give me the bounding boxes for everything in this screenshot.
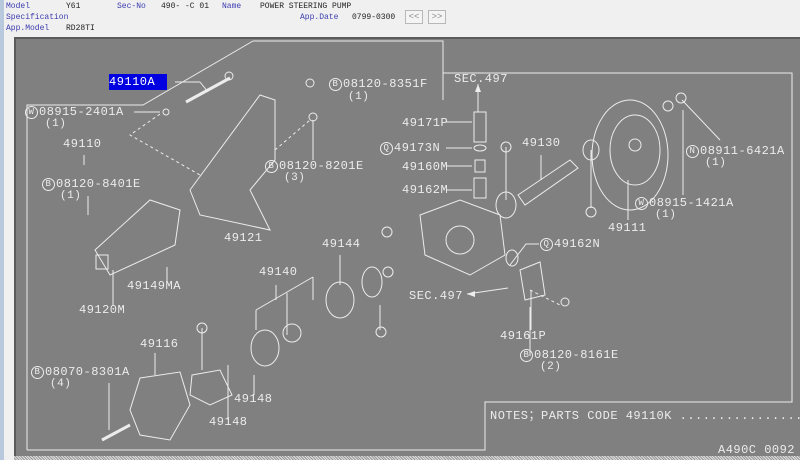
next-button[interactable]: >>: [428, 10, 446, 24]
part-number: 08120-8351F: [343, 77, 428, 91]
window-edge: [0, 0, 4, 460]
part-49161P[interactable]: 49161P: [500, 329, 547, 343]
part-number: 08120-8161E: [534, 348, 619, 362]
qty-label: (1): [60, 190, 82, 202]
part-49148[interactable]: 49148: [234, 392, 273, 406]
spec-label: Specification: [6, 13, 69, 22]
part-49120M[interactable]: 49120M: [79, 303, 126, 317]
section-link-497[interactable]: SEC.497: [409, 289, 463, 303]
dashed-lines: [129, 113, 561, 306]
secno-value: 490- -C 01: [161, 2, 210, 11]
part-49110[interactable]: 49110: [63, 137, 102, 151]
part-49160M[interactable]: 49160M: [402, 160, 449, 174]
part-49140[interactable]: 49140: [259, 265, 298, 279]
part-49116[interactable]: 49116: [140, 337, 179, 351]
bolt-prefix-icon: B: [520, 349, 533, 362]
bolt-prefix-icon: B: [265, 160, 278, 173]
notes-text: NOTES；PARTS CODE 49110K ................…: [490, 410, 800, 423]
part-number: 08915-1421A: [649, 196, 734, 210]
arrows: [467, 84, 481, 297]
leader-lines: [83, 81, 721, 430]
kit-mark-icon: Q: [540, 238, 553, 251]
part-49111[interactable]: 49111: [608, 221, 647, 235]
name-value: POWER STEERING PUMP: [260, 2, 352, 11]
part-shapes: [94, 71, 687, 442]
appdate-value: 0799-0300: [352, 13, 396, 22]
kit-mark-icon: Q: [380, 142, 393, 155]
qty-label: (1): [45, 118, 67, 130]
part-49110A[interactable]: 49110A: [109, 74, 168, 90]
qty-label: (1): [655, 209, 677, 221]
bolt-prefix-icon: B: [329, 78, 342, 91]
appmodel-value: RD28TI: [66, 24, 95, 33]
bolt-prefix-icon: B: [42, 178, 55, 191]
part-49171P[interactable]: 49171P: [402, 116, 449, 130]
horizontal-scrollbar[interactable]: [14, 456, 800, 460]
frame-lines: [26, 40, 793, 451]
selected-part-label[interactable]: 49110A: [109, 74, 168, 90]
qty-label: (1): [348, 91, 370, 103]
notes-label: NOTES；PARTS CODE 49110K ................…: [490, 409, 800, 423]
qty-label: (2): [540, 361, 562, 373]
appdate-label: App.Date: [300, 13, 339, 22]
part-number: 08070-8301A: [45, 365, 130, 379]
part-number: 08911-6421A: [700, 144, 785, 158]
washer-prefix-icon: W: [25, 106, 38, 119]
part-49162M[interactable]: 49162M: [402, 183, 449, 197]
nut-prefix-icon: N: [686, 145, 699, 158]
part-number: 49173N: [394, 141, 441, 155]
appmodel-label: App.Model: [6, 24, 50, 33]
part-49121[interactable]: 49121: [224, 231, 263, 245]
prev-button[interactable]: <<: [405, 10, 423, 24]
qty-label: (3): [284, 172, 306, 184]
secno-label: Sec-No: [117, 2, 146, 11]
parts-diagram[interactable]: [14, 37, 800, 456]
part-number: 08120-8201E: [279, 159, 364, 173]
washer-prefix-icon: W: [635, 197, 648, 210]
part-49130[interactable]: 49130: [522, 136, 561, 150]
qty-label: (4): [50, 378, 72, 390]
part-number: 49162N: [554, 237, 601, 251]
qty-label: (1): [705, 157, 727, 169]
part-49148[interactable]: 49148: [209, 415, 248, 429]
name-label: Name: [222, 2, 242, 11]
bolt-prefix-icon: B: [31, 366, 44, 379]
model-value: Y61: [66, 2, 81, 11]
part-number: 08915-2401A: [39, 105, 124, 119]
part-49149MA[interactable]: 49149MA: [127, 279, 181, 293]
part-49144[interactable]: 49144: [322, 237, 361, 251]
model-label: Model: [6, 2, 31, 11]
section-link-497[interactable]: SEC.497: [454, 72, 508, 86]
part-number: 08120-8401E: [56, 177, 141, 191]
diagram-reference: A490C 0092: [718, 443, 796, 457]
